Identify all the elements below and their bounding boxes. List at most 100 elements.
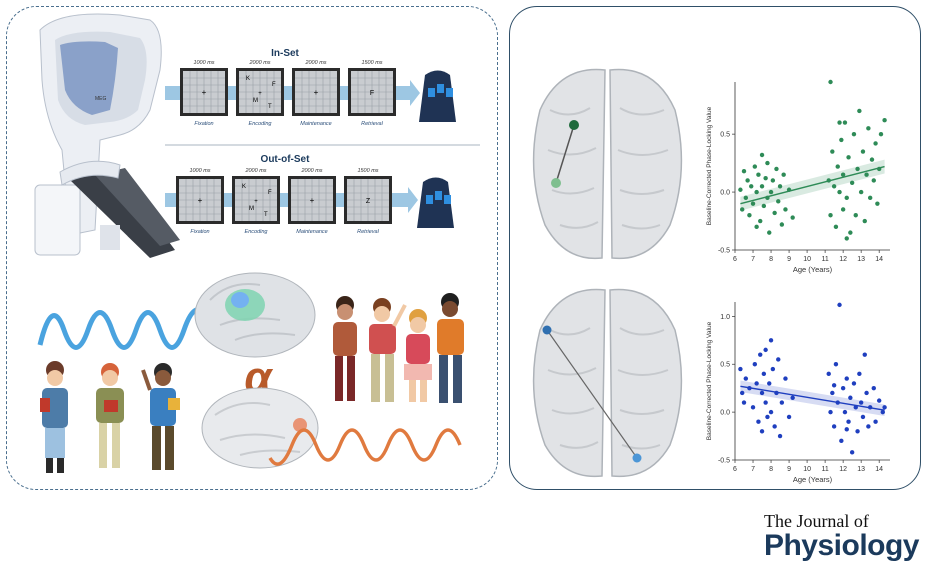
data-point bbox=[767, 230, 772, 235]
data-point bbox=[765, 414, 770, 420]
data-point bbox=[774, 166, 779, 172]
y-tick-label: 0.5 bbox=[720, 362, 730, 369]
data-point bbox=[882, 405, 887, 410]
x-tick-label: 11 bbox=[821, 256, 828, 263]
data-point bbox=[831, 424, 837, 429]
inset-frame-fixation: 1000 ms+Fixation bbox=[180, 60, 228, 127]
x-tick-label: 6 bbox=[733, 466, 737, 473]
data-point bbox=[849, 450, 855, 455]
data-point bbox=[830, 390, 835, 396]
connectivity-line-upper bbox=[555, 124, 575, 184]
younger-children-illustration bbox=[40, 361, 180, 473]
data-point bbox=[768, 338, 774, 343]
data-point bbox=[745, 178, 750, 183]
data-point bbox=[848, 395, 853, 400]
data-point bbox=[777, 184, 783, 189]
data-point bbox=[790, 215, 795, 220]
outset-title: Out-of-Set bbox=[261, 154, 311, 165]
inset-response-pad bbox=[419, 70, 456, 122]
x-tick-label: 13 bbox=[857, 256, 865, 263]
inset-phase-label: Maintenance bbox=[300, 121, 332, 127]
data-point bbox=[842, 409, 848, 415]
data-point bbox=[759, 429, 765, 434]
fixation-cross: + bbox=[198, 196, 203, 205]
data-point bbox=[860, 149, 866, 154]
data-point bbox=[759, 390, 765, 396]
y-tick-label: -0.5 bbox=[718, 248, 730, 255]
fixation-cross: + bbox=[314, 88, 319, 97]
x-tick-label: 10 bbox=[803, 466, 811, 473]
x-tick-label: 9 bbox=[787, 256, 791, 263]
journal-logo-line1: The Journal of bbox=[763, 511, 869, 531]
data-point bbox=[842, 120, 848, 125]
encoding-letter: F bbox=[272, 82, 276, 88]
data-point bbox=[862, 218, 867, 224]
blue-alpha-wave bbox=[37, 307, 211, 350]
x-tick-label: 8 bbox=[769, 466, 773, 473]
data-point bbox=[770, 178, 776, 183]
data-point bbox=[750, 201, 756, 206]
y-tick-label: 0.5 bbox=[720, 132, 730, 139]
outset-phase-label: Encoding bbox=[245, 229, 269, 235]
outset-phase-label: Fixation bbox=[190, 229, 209, 235]
encoding-letter: K bbox=[242, 184, 246, 190]
data-point bbox=[835, 400, 840, 405]
x-tick-label: 8 bbox=[769, 256, 773, 263]
inset-time-label: 2000 ms bbox=[248, 60, 270, 66]
retrieval-probe-letter: F bbox=[370, 90, 374, 97]
node-lower-1 bbox=[542, 325, 552, 335]
data-point bbox=[839, 438, 844, 444]
inset-time-label: 1500 ms bbox=[361, 60, 382, 66]
data-point bbox=[844, 376, 849, 381]
data-point bbox=[875, 201, 880, 206]
data-point bbox=[840, 207, 846, 212]
x-tick-label: 13 bbox=[857, 466, 865, 473]
data-point bbox=[849, 180, 855, 185]
x-tick-label: 11 bbox=[821, 466, 828, 473]
device-label: MEG bbox=[95, 96, 107, 102]
data-point bbox=[786, 187, 792, 192]
data-point bbox=[754, 189, 759, 195]
data-point bbox=[776, 357, 781, 362]
inset-phase-label: Encoding bbox=[249, 121, 273, 127]
encoding-letter: F bbox=[268, 190, 272, 196]
x-tick-label: 6 bbox=[733, 256, 737, 263]
encoding-letter: M bbox=[253, 98, 258, 104]
data-point bbox=[786, 414, 792, 420]
data-point bbox=[858, 189, 864, 195]
outset-time-label: 1000 ms bbox=[189, 168, 210, 174]
data-point bbox=[743, 195, 749, 201]
data-point bbox=[862, 352, 867, 357]
journal-logo-line2: Physiology bbox=[763, 529, 920, 562]
data-point bbox=[864, 390, 869, 396]
data-point bbox=[835, 164, 840, 169]
left-panel-frame bbox=[6, 6, 498, 490]
data-point bbox=[880, 409, 885, 415]
data-point bbox=[779, 222, 785, 227]
data-point bbox=[839, 137, 844, 143]
x-tick-label: 12 bbox=[839, 466, 847, 473]
inset-time-label: 1000 ms bbox=[193, 60, 214, 66]
data-point bbox=[837, 189, 842, 195]
data-point bbox=[871, 178, 876, 183]
data-point bbox=[858, 400, 864, 405]
encoding-letter: T bbox=[264, 212, 268, 218]
data-point bbox=[772, 210, 777, 216]
data-point bbox=[763, 400, 768, 405]
data-point bbox=[864, 172, 869, 177]
data-point bbox=[851, 381, 857, 386]
data-point bbox=[844, 236, 849, 241]
data-point bbox=[759, 152, 765, 158]
data-point bbox=[846, 419, 851, 424]
trend-line bbox=[740, 385, 885, 411]
data-point bbox=[761, 203, 767, 209]
data-point bbox=[869, 157, 875, 162]
data-point bbox=[752, 362, 758, 367]
data-point bbox=[758, 218, 763, 224]
data-point bbox=[765, 195, 770, 201]
data-point bbox=[853, 405, 858, 410]
brain-top-illustration bbox=[194, 272, 316, 358]
